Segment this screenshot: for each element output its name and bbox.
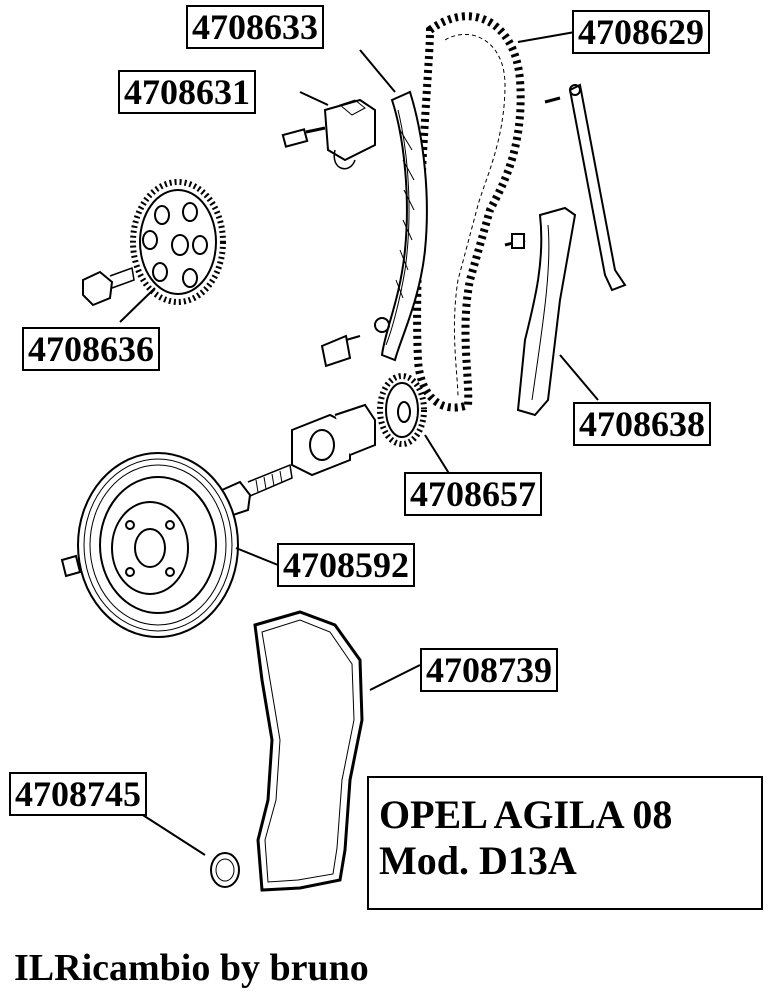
- part-label-4708638: 4708638: [573, 402, 711, 446]
- part-label-4708739: 4708739: [420, 648, 558, 692]
- model-name: OPEL AGILA 08: [379, 792, 673, 837]
- part-label-4708657: 4708657: [404, 472, 542, 516]
- guide-rod-drawing: [544, 83, 627, 292]
- crankshaft-hub-drawing: [291, 403, 376, 477]
- leader-lines: [119, 31, 599, 856]
- chain-guide-rail-drawing: [504, 206, 577, 417]
- crankshaft-pulley-drawing: [60, 452, 239, 638]
- crankshaft-bolt-drawing: [221, 463, 293, 518]
- model-info-box: OPEL AGILA 08 Mod. D13A: [367, 776, 763, 910]
- oil-seal-drawing: [210, 852, 240, 888]
- camshaft-bolt-drawing: [82, 266, 135, 307]
- part-label-4708745: 4708745: [9, 772, 147, 816]
- footer-credit: ILRicambio by bruno: [14, 947, 369, 989]
- part-label-4708633: 4708633: [186, 5, 324, 49]
- timing-chain-drawing: [413, 12, 525, 412]
- guide-bolt-drawing: [320, 334, 361, 368]
- part-label-4708629: 4708629: [572, 10, 710, 54]
- camshaft-sprocket-drawing: [130, 179, 226, 305]
- model-engine: Mod. D13A: [379, 838, 577, 883]
- part-label-4708592: 4708592: [277, 543, 415, 587]
- chain-tensioner-drawing: [281, 98, 376, 170]
- part-label-4708636: 4708636: [22, 327, 160, 371]
- part-label-4708631: 4708631: [118, 70, 256, 114]
- timing-cover-gasket-drawing: [253, 610, 364, 892]
- crankshaft-sprocket-drawing: [377, 373, 427, 447]
- tensioner-rail-drawing: [374, 90, 428, 362]
